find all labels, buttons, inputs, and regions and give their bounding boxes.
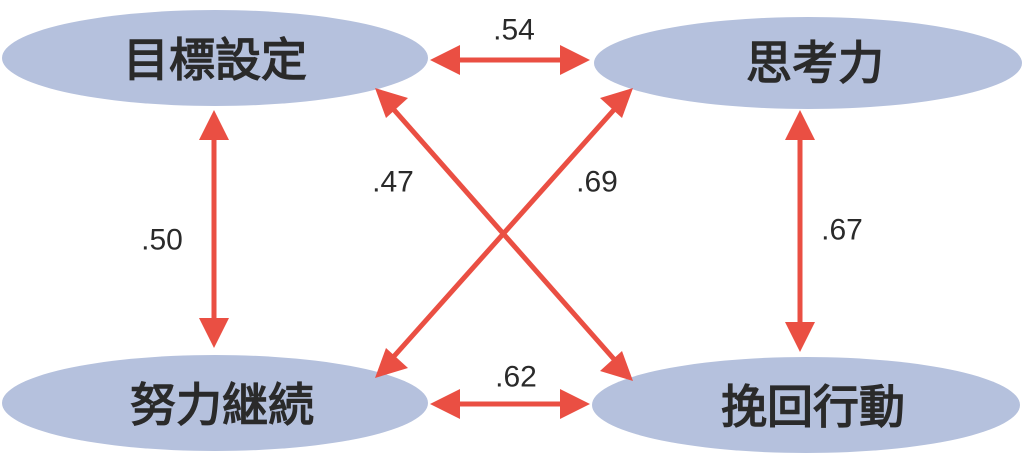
node-goal-setting: 目標設定 xyxy=(2,10,428,106)
arrowhead-thinking-persistence-end xyxy=(375,348,408,378)
node-recovery-label: 挽回行動 xyxy=(721,380,905,434)
edge-label-thinking-recovery: .67 xyxy=(821,214,863,247)
arrowhead-goal-thinking-right xyxy=(560,45,590,75)
node-thinking-label: 思考力 xyxy=(746,36,884,90)
arrowhead-persistence-recovery-right xyxy=(560,389,590,419)
node-persistence-label: 努力継続 xyxy=(130,378,314,432)
arrowhead-goal-recovery-start xyxy=(375,88,408,118)
arrowhead-thinking-recovery-bottom xyxy=(785,322,815,352)
edge-label-goal-recovery: .47 xyxy=(372,166,414,199)
edge-label-goal-persistence: .50 xyxy=(141,224,183,257)
edge-label-thinking-persistence: .69 xyxy=(576,166,618,199)
node-recovery: 挽回行動 xyxy=(592,357,1020,453)
edge-label-persistence-recovery: .62 xyxy=(495,361,537,394)
node-goal-setting-ellipse xyxy=(2,10,428,106)
edge-label-goal-thinking: .54 xyxy=(493,14,535,47)
node-goal-setting-label: 目標設定 xyxy=(123,33,307,87)
arrow-thinking-persistence xyxy=(386,101,622,365)
node-thinking: 思考力 xyxy=(594,17,1022,109)
arrowhead-persistence-recovery-left xyxy=(430,389,460,419)
arrowhead-thinking-recovery-top xyxy=(785,110,815,140)
node-persistence: 努力継続 xyxy=(2,355,428,451)
arrowhead-goal-persistence-top xyxy=(199,110,229,140)
arrowhead-thinking-persistence-start xyxy=(600,88,633,118)
node-thinking-ellipse xyxy=(594,17,1022,109)
arrowhead-goal-recovery-end xyxy=(600,351,633,381)
arrowhead-goal-thinking-left xyxy=(430,45,460,75)
arrowhead-goal-persistence-bottom xyxy=(199,318,229,348)
node-persistence-ellipse xyxy=(2,355,428,451)
node-recovery-ellipse xyxy=(592,357,1020,453)
